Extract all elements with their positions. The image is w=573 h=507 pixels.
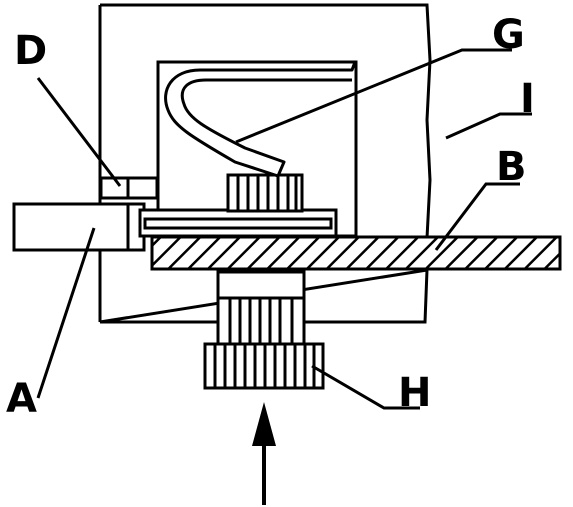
leader-d <box>36 77 122 187</box>
spring-g <box>164 61 357 178</box>
rod-a <box>12 202 146 252</box>
comb-block-h <box>203 342 325 390</box>
leader-a <box>36 227 96 399</box>
leader-g <box>235 48 512 144</box>
label-b: B <box>496 144 527 190</box>
label-a: A <box>6 376 37 422</box>
label-i: I <box>520 76 535 122</box>
leader-h <box>311 364 420 410</box>
upper-comb-stack <box>226 173 304 213</box>
inner-strip-core <box>143 217 333 230</box>
leader-i <box>445 112 532 140</box>
label-h: H <box>398 370 431 416</box>
label-g: G <box>492 12 525 58</box>
leader-b <box>434 182 520 251</box>
force-arrow-up <box>252 402 276 505</box>
lower-comb-column <box>216 270 306 346</box>
plate-b <box>150 235 562 271</box>
label-d: D <box>14 28 47 74</box>
